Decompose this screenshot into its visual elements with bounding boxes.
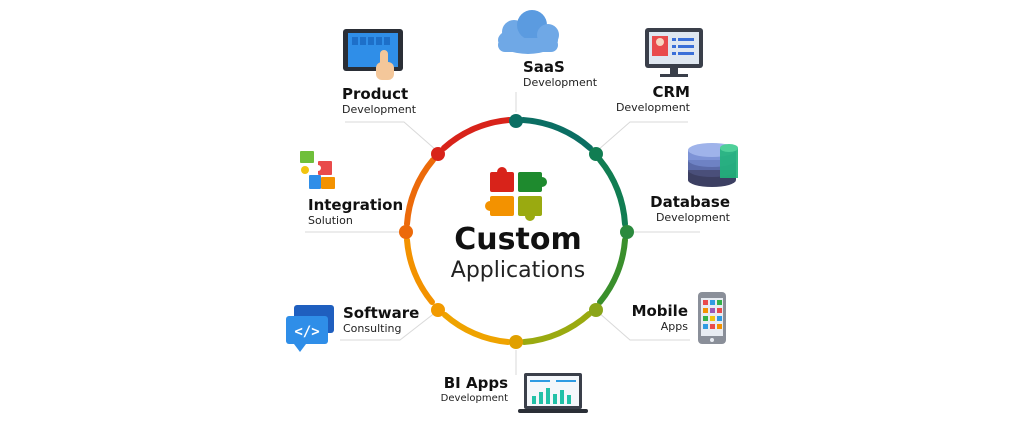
dot-database: [620, 225, 634, 239]
center-subtitle: Applications: [450, 258, 586, 283]
label-product: Product Development: [342, 85, 416, 117]
connector-crm: [597, 121, 688, 151]
label-title: Database: [650, 193, 730, 211]
connector-product: [345, 121, 437, 151]
dot-software: [431, 303, 445, 317]
connectors: [305, 92, 700, 375]
laptop-chart-icon: [518, 373, 588, 413]
dot-product: [431, 147, 445, 161]
ring-arc-database-mobile: [597, 237, 628, 305]
ring-arc-saas-crm: [520, 117, 593, 151]
dot-bi: [509, 335, 523, 349]
label-saas: SaaS Development: [523, 58, 597, 90]
label-subtitle: Development: [655, 211, 730, 224]
connector-mobile: [597, 311, 690, 341]
label-title: Software: [343, 304, 420, 322]
label-bi-apps: BI Apps Development: [420, 374, 508, 406]
database-icon: [688, 143, 738, 187]
label-database: Database Development: [630, 193, 730, 225]
dot-saas: [509, 114, 523, 128]
monitor-profile-icon: [645, 28, 703, 77]
tablet-touch-icon: [343, 29, 403, 80]
label-title: Integration: [308, 196, 404, 214]
label-title: BI Apps: [443, 374, 508, 392]
dot-integration: [399, 225, 413, 239]
label-integration: Integration Solution: [308, 196, 403, 228]
dot-mobile: [589, 303, 603, 317]
ring-dots: [399, 114, 634, 349]
label-subtitle: Development: [440, 393, 508, 404]
label-subtitle: Development: [615, 101, 690, 114]
label-subtitle: Development: [342, 103, 417, 116]
code-chat-icon: </>: [286, 305, 334, 352]
connector-software: [340, 311, 437, 341]
cloud-icon: [498, 10, 559, 54]
label-software: Software Consulting: [343, 304, 419, 336]
ring-arc-product-saas: [441, 117, 512, 151]
smartphone-icon: [698, 292, 726, 344]
dot-crm: [589, 147, 603, 161]
ring-arc-bi-software: [442, 312, 511, 345]
label-title: CRM: [652, 83, 691, 101]
center-title: Custom: [454, 222, 582, 257]
ring-arc-integration-product: [404, 157, 436, 227]
ring-arc-mobile-bi: [521, 311, 592, 345]
ring-arc-software-integration: [404, 237, 435, 305]
ring-arc-crm-database: [597, 157, 628, 227]
label-title: SaaS: [523, 58, 565, 76]
label-subtitle: Consulting: [343, 322, 402, 335]
puzzle-icon: [485, 167, 547, 221]
label-subtitle: Development: [523, 76, 598, 89]
label-crm: CRM Development: [600, 83, 690, 115]
label-mobile: Mobile Apps: [620, 302, 688, 334]
label-subtitle: Apps: [660, 320, 688, 333]
label-title: Product: [342, 85, 409, 103]
puzzle-pieces-icon: [300, 151, 335, 189]
label-title: Mobile: [631, 302, 688, 320]
svg-text:</>: </>: [294, 324, 319, 340]
label-subtitle: Solution: [308, 214, 353, 227]
ring: [404, 117, 628, 345]
